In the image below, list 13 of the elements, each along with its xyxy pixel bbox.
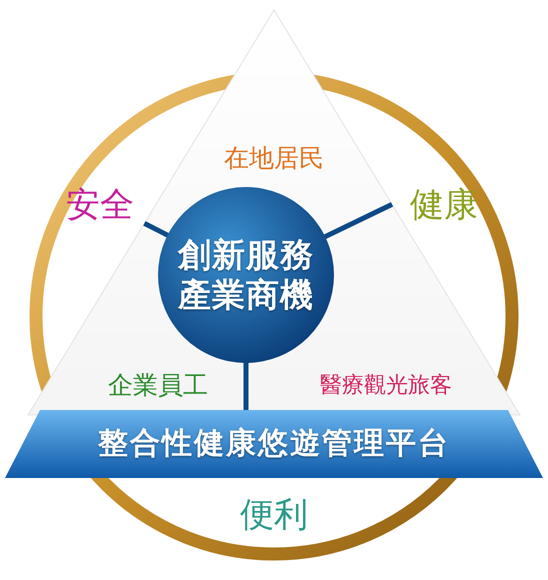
category-label: 企業員工 (108, 372, 208, 398)
category-label: 在地居民 (224, 146, 324, 170)
banner-title: 整合性健康悠遊管理平台 (98, 426, 450, 462)
category-label: 便利 (240, 498, 308, 532)
category-label: 健康 (410, 188, 478, 222)
center-title: 創新服務產業商機 (176, 235, 315, 315)
category-label: 醫療觀光旅客 (320, 375, 452, 397)
triangle-shape (28, 10, 520, 415)
connector-line (244, 361, 248, 410)
connector-line (143, 221, 170, 238)
category-label: 安全 (66, 188, 134, 222)
platform-banner (5, 410, 543, 478)
connector-line (322, 202, 394, 240)
